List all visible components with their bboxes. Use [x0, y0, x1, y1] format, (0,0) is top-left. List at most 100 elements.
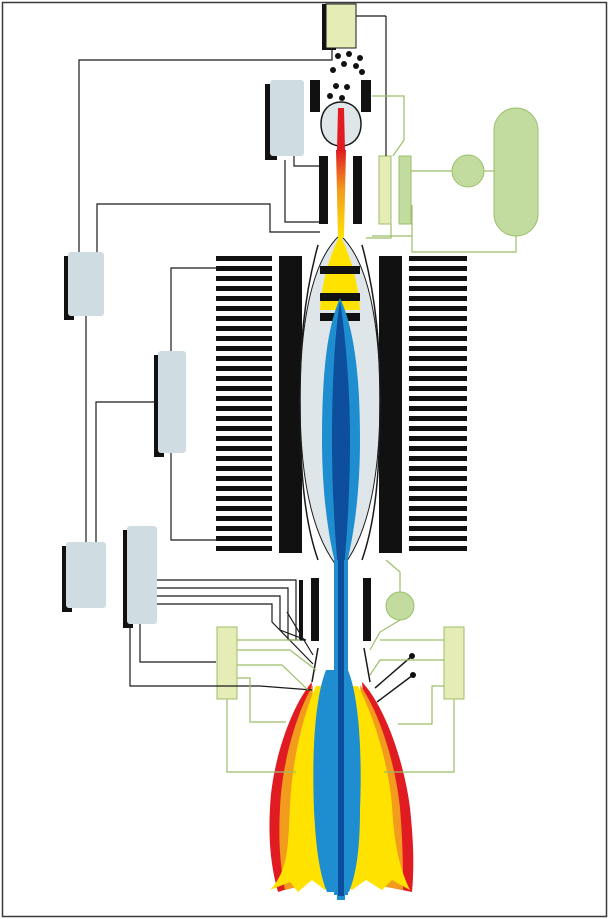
particle-dot [346, 51, 352, 57]
coil-right-stripe [409, 396, 467, 401]
coil-left-stripe [216, 386, 272, 391]
supply-box-d [127, 526, 157, 624]
neutralizer-probe-1 [374, 655, 413, 689]
particle-dot [339, 95, 345, 101]
electrode-2 [320, 293, 360, 301]
electrode-1 [320, 266, 360, 274]
coil-left-stripe [216, 266, 272, 271]
coil-left-stripe [216, 496, 272, 501]
coil-left-stripe [216, 466, 272, 471]
coil-right-stripe [409, 476, 467, 481]
injector-block-right [361, 80, 371, 112]
neutralizer-probe-2 [376, 674, 414, 703]
particle-dot [344, 84, 350, 90]
coil-right-stripe [409, 316, 467, 321]
top-supply-box [325, 3, 357, 49]
coil-left-stripe [216, 336, 272, 341]
particle-dot [330, 67, 336, 73]
coil-left-stripe [216, 376, 272, 381]
coil-right-stripe [409, 306, 467, 311]
coil-right-stripe [409, 276, 467, 281]
coil-right-stripe [409, 406, 467, 411]
coil-right-stripe [409, 346, 467, 351]
coil-left-stripe [216, 326, 272, 331]
extraction-plate-left [311, 578, 319, 641]
discharge-tube-right [353, 156, 362, 224]
nozzle-right [363, 647, 371, 683]
coil-left-stripe [216, 406, 272, 411]
lower-gas-valve [385, 591, 415, 621]
coil-right-stripe [409, 336, 467, 341]
coil-left-stripe [216, 316, 272, 321]
coil-right-stripe [409, 516, 467, 521]
injector-block-left [310, 80, 320, 112]
coil-left-stripe [216, 546, 272, 551]
coil-left-stripe [216, 446, 272, 451]
particle-dot [333, 83, 339, 89]
nozzle-left [311, 647, 319, 683]
coil-right-stripe [409, 296, 467, 301]
coil-left-stripe [216, 416, 272, 421]
coil-left-stripe [216, 346, 272, 351]
coil-right-stripe [409, 326, 467, 331]
coil-left-stripe [216, 436, 272, 441]
particle-dots [327, 51, 365, 101]
coil-right-stripe [409, 486, 467, 491]
discharge-column [336, 150, 346, 238]
coil-left-stripe [216, 356, 272, 361]
coil-right-stripe [409, 286, 467, 291]
probe-tip-1 [409, 653, 415, 659]
coil-right-stripe [409, 356, 467, 361]
left-coil-stack [216, 256, 272, 551]
control-wiring [78, 15, 387, 691]
gas-pipework [226, 95, 517, 773]
particle-dot [357, 55, 363, 61]
supply-box-b [158, 351, 186, 453]
coil-right-stripe [409, 436, 467, 441]
right-magnet-bar [379, 256, 402, 553]
extraction-plate-left-inner [299, 580, 303, 640]
coil-right-stripe [409, 546, 467, 551]
coil-left-stripe [216, 536, 272, 541]
gas-cell-2 [398, 155, 412, 225]
right-coil-stack [409, 256, 467, 551]
lower-beam-core [338, 560, 344, 896]
coil-right-stripe [409, 466, 467, 471]
coil-right-stripe [409, 506, 467, 511]
particle-dot [335, 53, 341, 59]
coil-left-stripe [216, 426, 272, 431]
coil-right-stripe [409, 526, 467, 531]
supply-box-a [68, 252, 104, 316]
coil-left-stripe [216, 306, 272, 311]
chamber-wall-left [299, 244, 319, 561]
coil-right-stripe [409, 496, 467, 501]
discharge-tube-left [319, 156, 328, 224]
coil-left-stripe [216, 506, 272, 511]
injector-hot-core [337, 108, 345, 150]
chamber-wall-right [361, 244, 381, 561]
neutralizer-cell-right [443, 626, 465, 700]
gas-tank [493, 107, 539, 237]
particle-dot [359, 69, 365, 75]
coil-left-stripe [216, 486, 272, 491]
left-magnet-bar [279, 256, 302, 553]
coil-left-stripe [216, 286, 272, 291]
coil-left-stripe [216, 476, 272, 481]
coil-left-stripe [216, 396, 272, 401]
coil-right-stripe [409, 426, 467, 431]
supply-box-c [66, 542, 106, 608]
particle-dot [353, 63, 359, 69]
particle-dot [327, 93, 333, 99]
coil-left-stripe [216, 296, 272, 301]
coil-left-stripe [216, 516, 272, 521]
coil-right-stripe [409, 256, 467, 261]
extraction-plate-right [363, 578, 371, 641]
gas-cell-1 [378, 155, 392, 225]
coil-right-stripe [409, 386, 467, 391]
coil-right-stripe [409, 536, 467, 541]
coil-left-stripe [216, 456, 272, 461]
coil-right-stripe [409, 366, 467, 371]
